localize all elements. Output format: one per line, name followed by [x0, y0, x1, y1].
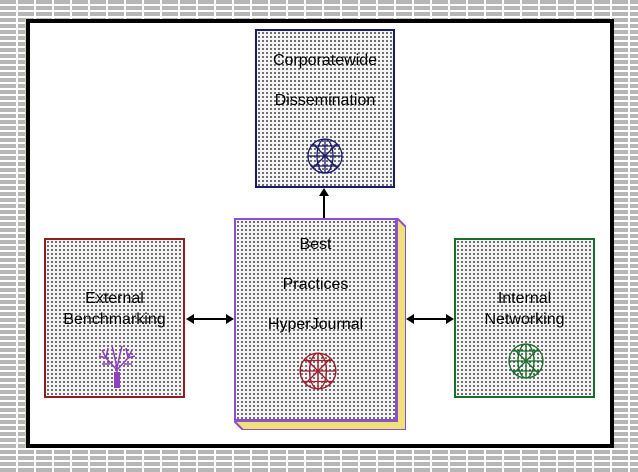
node-internal-networking: Internal Networking	[454, 238, 595, 398]
node-label-line1: External	[85, 290, 144, 307]
node-label-line3: HyperJournal	[267, 316, 364, 333]
node-label-line2: Dissemination	[274, 92, 376, 109]
node-label-line1: Best	[299, 236, 332, 253]
globe-icon	[299, 352, 337, 390]
arrow-to-corporate	[319, 188, 329, 220]
tree-icon	[98, 345, 136, 388]
arrow-external-center	[186, 314, 234, 324]
node-best-practices-hyperjournal: Best Practices HyperJournal	[234, 218, 397, 421]
node-label-line2: Networking	[484, 311, 565, 328]
node-label-line1: Internal	[497, 290, 552, 307]
book-3d-edge	[234, 218, 406, 430]
globe-icon	[508, 343, 544, 379]
node-label-line2: Practices	[282, 276, 349, 293]
arrow-center-internal	[406, 314, 454, 324]
node-label-line2: Benchmarking	[63, 311, 166, 328]
node-external-benchmarking: External Benchmarking	[44, 238, 185, 398]
globe-icon	[307, 138, 343, 174]
node-label-line1: Corporatewide	[272, 52, 378, 69]
node-corporatewide-dissemination: Corporatewide Dissemination	[255, 29, 395, 188]
